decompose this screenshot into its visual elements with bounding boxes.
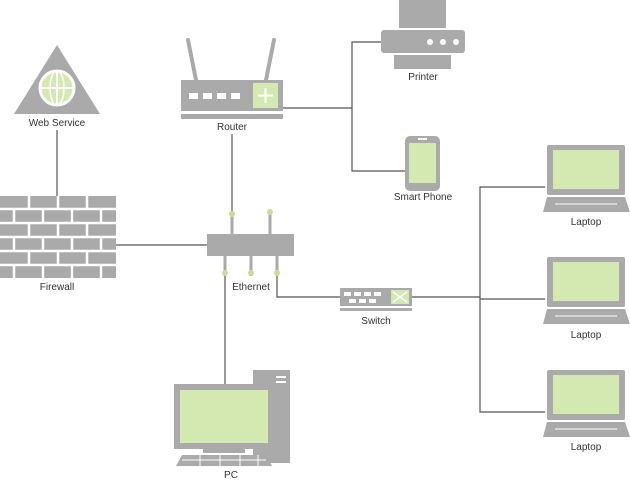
smart-phone-label: Smart Phone <box>393 192 453 203</box>
ethernet-label: Ethernet <box>232 282 270 293</box>
laptop-label: Laptop <box>570 330 602 341</box>
wire-ethernet-switch <box>276 276 340 298</box>
pc-label: PC <box>224 470 238 481</box>
laptop-icon <box>543 145 630 212</box>
web-service-label: Web Service <box>28 118 86 129</box>
connections <box>56 41 545 413</box>
router-label: Router <box>216 122 248 133</box>
laptop-icon <box>543 370 630 437</box>
wire-router-phone <box>351 108 405 172</box>
firewall-label: Firewall <box>39 282 75 293</box>
switch-label: Switch <box>361 316 391 327</box>
smartphone-icon <box>405 136 440 191</box>
wire-router-printer <box>283 41 381 109</box>
desktop-pc-icon <box>174 370 290 466</box>
firewall-icon <box>0 196 116 278</box>
switch-icon <box>340 288 412 311</box>
laptop-icon <box>543 257 630 324</box>
ethernet-hub-icon <box>207 209 294 276</box>
router-icon <box>181 38 283 119</box>
printer-icon <box>381 0 465 69</box>
laptop-label: Laptop <box>570 217 602 228</box>
printer-label: Printer <box>408 72 438 83</box>
laptop-label: Laptop <box>570 442 602 453</box>
web-service-icon <box>14 45 100 114</box>
